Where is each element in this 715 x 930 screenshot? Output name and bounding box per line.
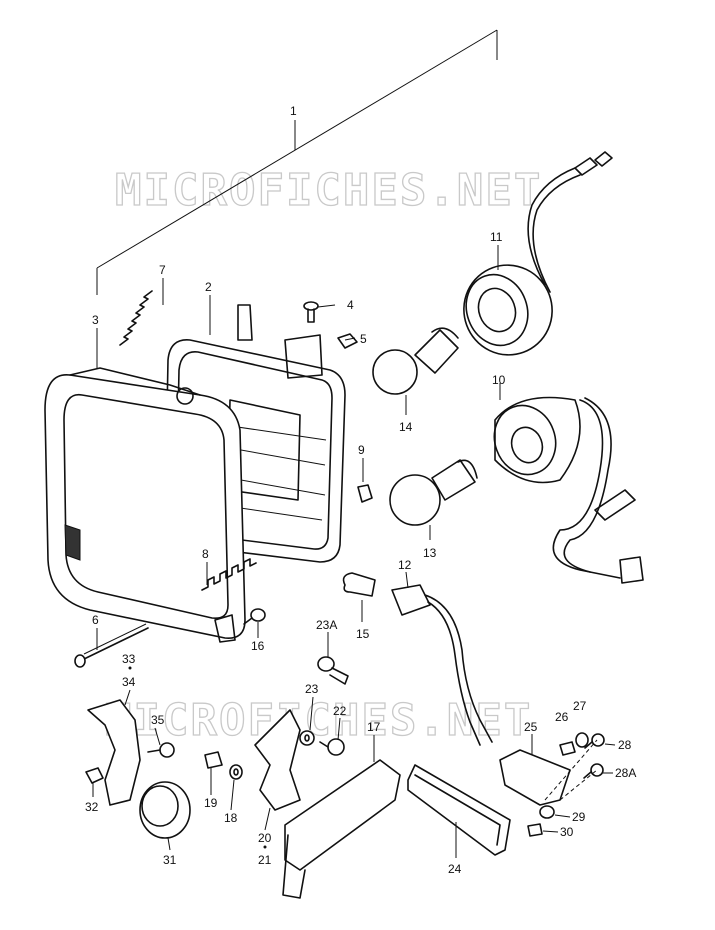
label-18: 18	[224, 811, 238, 825]
label-25: 25	[524, 720, 538, 734]
label-13: 13	[423, 546, 437, 560]
small-hardware	[527, 732, 605, 837]
label-1: 1	[290, 104, 297, 118]
spring-8	[201, 558, 257, 591]
socket-10	[493, 396, 644, 584]
label-20: 20	[258, 831, 272, 845]
bolt-22	[319, 738, 345, 756]
dot-33	[128, 666, 132, 670]
bolt-23a	[317, 656, 349, 685]
screw-6	[74, 623, 149, 668]
bulb-14	[372, 327, 459, 395]
label-30: 30	[560, 825, 574, 839]
bolt-35	[147, 742, 175, 758]
label-24: 24	[448, 862, 462, 876]
screw-4	[303, 301, 319, 323]
label-9: 9	[358, 443, 365, 457]
socket-12	[391, 584, 493, 746]
label-27: 27	[573, 699, 587, 713]
label-33: 33	[122, 652, 136, 666]
label-15: 15	[356, 627, 370, 641]
label-7: 7	[159, 263, 166, 277]
label-19: 19	[204, 796, 218, 810]
label-26: 26	[555, 710, 569, 724]
label-28a: 28A	[615, 766, 636, 780]
dot-21	[263, 845, 267, 849]
leader-lines	[92, 245, 616, 858]
bulb-13	[389, 459, 478, 526]
label-11: 11	[490, 230, 503, 244]
bracket-20	[254, 709, 301, 811]
label-35: 35	[151, 713, 165, 727]
label-6: 6	[92, 613, 99, 627]
headlight-rim	[44, 367, 246, 643]
label-17: 17	[367, 720, 381, 734]
label-29: 29	[572, 810, 586, 824]
socket-11	[463, 151, 613, 356]
nut-5	[337, 333, 358, 349]
screw-16	[243, 608, 266, 625]
holder-25	[499, 749, 571, 806]
assembly-bracket	[96, 29, 498, 295]
label-32: 32	[85, 800, 99, 814]
spring-7	[119, 290, 153, 346]
label-23a: 23A	[316, 618, 337, 632]
nut-19	[204, 751, 223, 769]
label-34: 34	[122, 675, 136, 689]
watermark-top: MICROFICHES.NET	[115, 165, 542, 216]
lens-24	[407, 764, 511, 856]
label-8: 8	[202, 547, 209, 561]
label-22: 22	[333, 704, 347, 718]
nut-32	[85, 767, 104, 784]
label-21: 21	[258, 853, 272, 867]
label-5: 5	[360, 332, 367, 346]
label-31: 31	[163, 853, 177, 867]
part-labels: 1 2 3 4 5 6 7 8 9 10 11 12 13 14 15 16 1…	[85, 104, 636, 876]
label-2: 2	[205, 280, 212, 294]
washer-23	[299, 730, 315, 746]
bracket-34	[87, 699, 141, 806]
label-12: 12	[398, 558, 412, 572]
label-14: 14	[399, 420, 413, 434]
cap-31	[139, 781, 191, 839]
washer-18	[229, 764, 243, 780]
label-4: 4	[347, 298, 354, 312]
label-23: 23	[305, 682, 319, 696]
watermark-bottom: MICROFICHES.NET	[105, 695, 532, 746]
label-3: 3	[92, 313, 99, 327]
bulb-15	[342, 572, 376, 597]
label-28: 28	[618, 738, 632, 752]
label-16: 16	[251, 639, 265, 653]
nut-9	[357, 484, 373, 503]
label-10: 10	[492, 373, 506, 387]
reflector-17	[282, 759, 401, 899]
